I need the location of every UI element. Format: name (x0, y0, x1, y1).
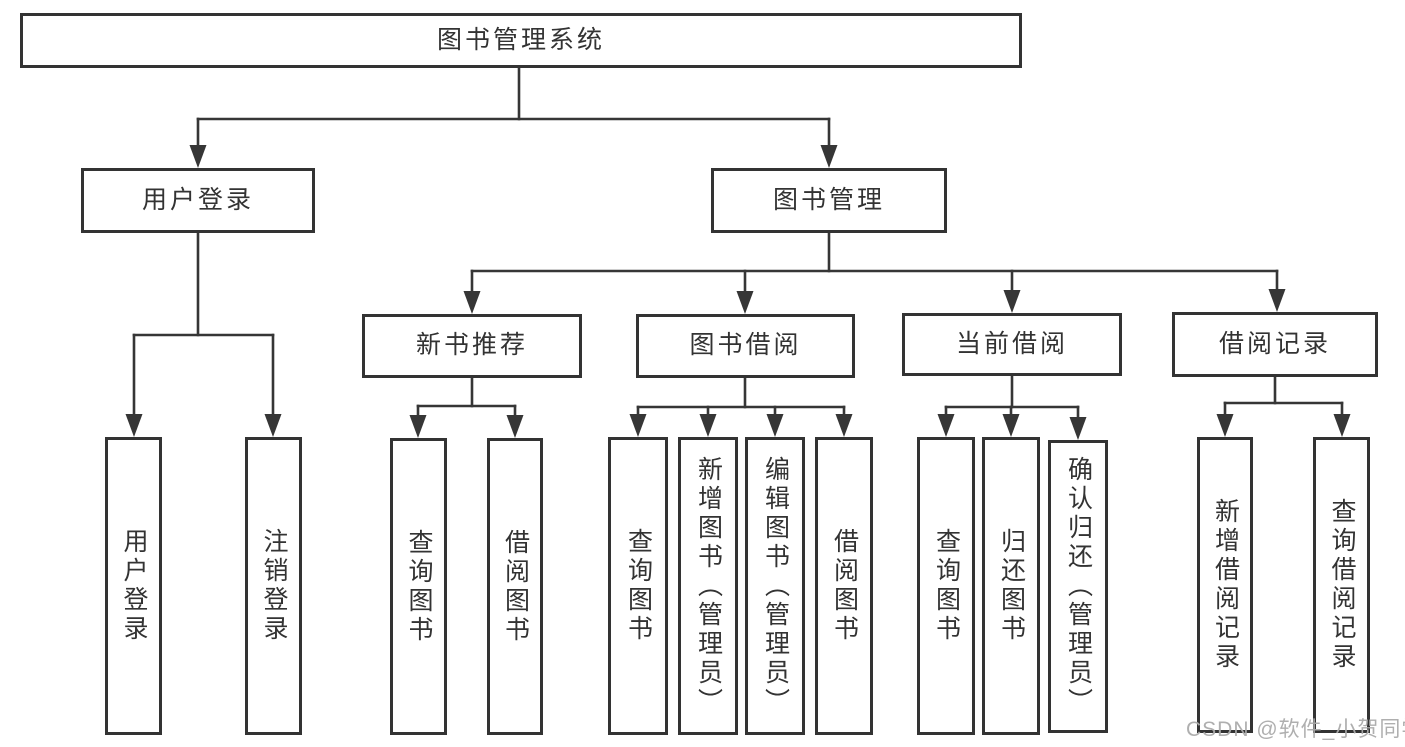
arrowhead-down-icon (463, 291, 481, 314)
arrowhead-down-icon (835, 414, 853, 437)
node-label: 查询图书 (405, 528, 433, 645)
node-book-management: 图书管理 (711, 168, 947, 233)
node-leaf-query-borrow-record: 查询借阅记录 (1313, 437, 1370, 733)
node-label: 归还图书 (997, 528, 1026, 644)
arrowhead-down-icon (125, 414, 143, 437)
node-leaf-borrow-books-2: 借阅图书 (815, 437, 873, 735)
node-label: 查询图书 (932, 528, 961, 644)
node-label: 借阅图书 (830, 528, 859, 644)
node-leaf-query-books-1: 查询图书 (390, 438, 447, 735)
node-leaf-user-login: 用户登录 (105, 437, 162, 735)
arrowhead-down-icon (699, 414, 717, 437)
node-label: 用户登录 (120, 528, 148, 644)
node-current-borrowing: 当前借阅 (902, 313, 1122, 376)
node-system-root: 图书管理系统 (20, 13, 1022, 68)
node-leaf-borrow-books-1: 借阅图书 (487, 438, 543, 735)
arrowhead-down-icon (1216, 414, 1234, 437)
arrowhead-down-icon (409, 415, 427, 438)
arrowhead-down-icon (736, 291, 754, 314)
arrowhead-down-icon (1003, 290, 1021, 313)
arrowhead-down-icon (1333, 414, 1351, 437)
watermark: CSDN @软件_小贺同学 (1186, 718, 1405, 741)
node-leaf-add-books-admin: 新增图书（管理员） (678, 437, 738, 735)
node-label: 当前借阅 (955, 329, 1068, 358)
arrowhead-down-icon (820, 145, 838, 168)
arrowhead-down-icon (766, 414, 784, 437)
arrowhead-down-icon (506, 415, 524, 438)
node-label: 编辑图书（管理员） (761, 455, 790, 717)
node-label: 图书管理 (772, 185, 885, 214)
node-label: 新增借阅记录 (1211, 498, 1240, 672)
node-label: 用户登录 (141, 185, 254, 214)
node-label: 借阅图书 (501, 528, 530, 645)
node-label: 借阅记录 (1218, 329, 1331, 358)
node-leaf-return-books: 归还图书 (982, 437, 1040, 735)
node-book-borrowing: 图书借阅 (636, 314, 855, 378)
arrowhead-down-icon (629, 414, 647, 437)
node-label: 查询图书 (624, 528, 653, 644)
node-label: 新增图书（管理员） (694, 455, 723, 717)
arrowhead-down-icon (937, 414, 955, 437)
arrowhead-down-icon (1069, 417, 1087, 440)
node-leaf-confirm-return-admin: 确认归还（管理员） (1048, 440, 1108, 733)
node-label: 新书推荐 (415, 331, 528, 360)
node-label: 图书借阅 (689, 331, 802, 360)
node-leaf-query-books-2: 查询图书 (608, 437, 668, 735)
node-new-book-recommend: 新书推荐 (362, 314, 582, 378)
arrowhead-down-icon (1268, 289, 1286, 312)
arrowhead-down-icon (1002, 414, 1020, 437)
node-borrowing-records: 借阅记录 (1172, 312, 1378, 377)
node-leaf-edit-books-admin: 编辑图书（管理员） (745, 437, 805, 735)
node-user-login: 用户登录 (81, 168, 315, 233)
arrowhead-down-icon (189, 145, 207, 168)
node-label: 查询借阅记录 (1328, 498, 1356, 672)
node-leaf-query-books-3: 查询图书 (917, 437, 975, 735)
node-label: 确认归还（管理员） (1064, 456, 1093, 717)
arrowhead-down-icon (264, 414, 282, 437)
node-label: 注销登录 (260, 528, 288, 644)
node-leaf-add-borrow-record: 新增借阅记录 (1197, 437, 1253, 733)
node-label: 图书管理系统 (436, 25, 605, 54)
node-leaf-logout: 注销登录 (245, 437, 302, 735)
